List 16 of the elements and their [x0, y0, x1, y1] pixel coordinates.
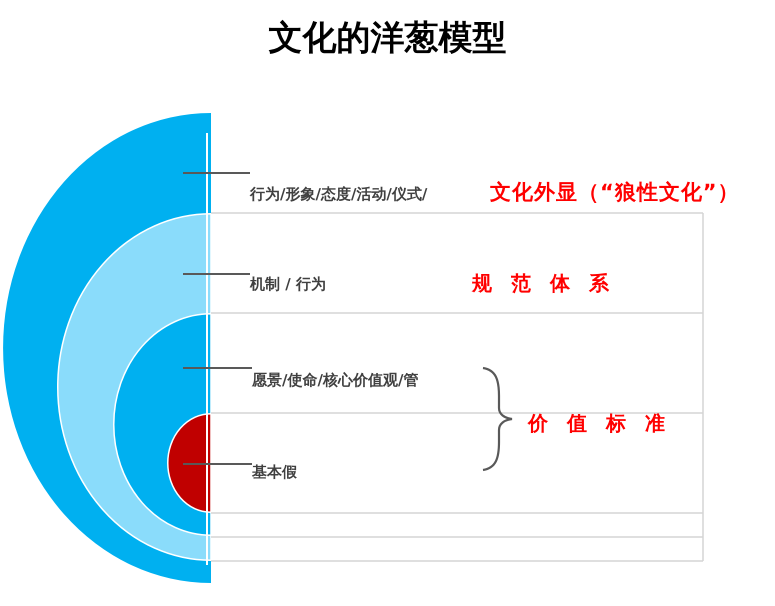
- layer-label: 行为/形象/态度/活动/仪式/: [250, 184, 428, 205]
- leader-line: [183, 273, 250, 275]
- category-label: 规 范 体 系: [472, 270, 615, 296]
- leader-line: [183, 172, 250, 174]
- outer-layer-semicircle: [3, 113, 211, 583]
- category-label: 文化外显（“狼性文化”）: [490, 179, 740, 206]
- title: 文化的洋葱模型: [268, 17, 506, 60]
- layer-label: 愿景/使命/核心价值观/管: [252, 370, 418, 391]
- third-layer-semicircle: [113, 313, 211, 536]
- leader-line: [183, 367, 252, 369]
- core-semicircle: [167, 413, 211, 513]
- second-layer-semicircle: [57, 213, 211, 561]
- leader-line: [183, 463, 252, 465]
- category-label: 价 值 标 准: [528, 410, 671, 436]
- layer-label: 机制 / 行为: [250, 274, 326, 295]
- layer-label: 基本假: [252, 462, 297, 483]
